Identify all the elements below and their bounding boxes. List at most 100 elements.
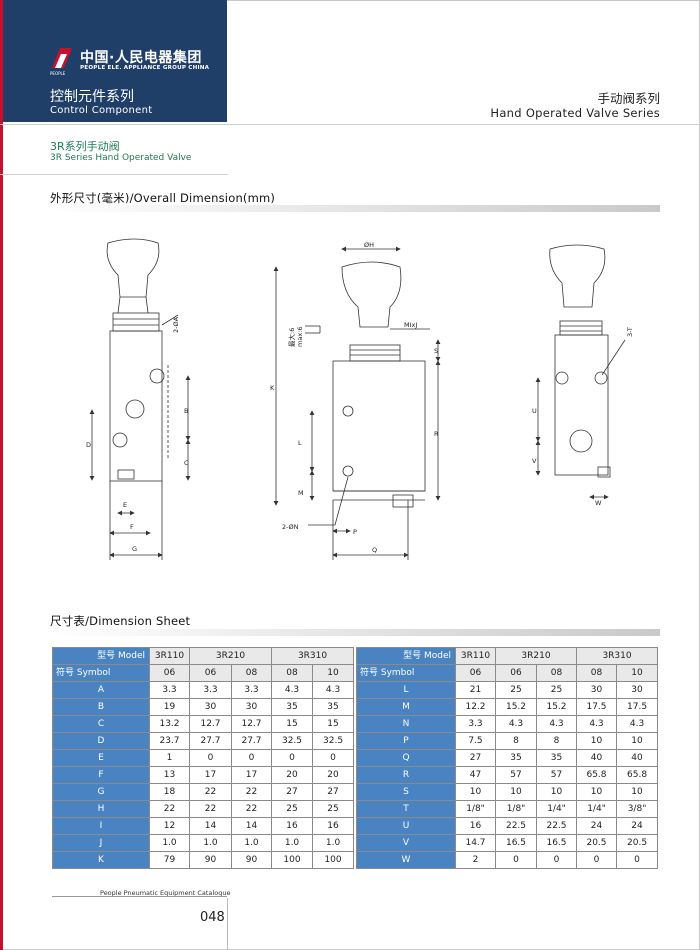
value-cell: 0 — [576, 851, 618, 869]
model-name: 3R110 — [149, 647, 190, 665]
size-cell: 06 — [495, 664, 537, 682]
value-cell: 27 — [312, 783, 355, 801]
size-cell: 06 — [189, 664, 232, 682]
value-cell: 13.2 — [149, 715, 190, 733]
value-cell: 8 — [495, 732, 537, 750]
label-L: L — [298, 439, 302, 447]
label-max-en: max:6 — [296, 327, 304, 348]
value-cell: 1.0 — [230, 834, 273, 852]
value-cell: 22.5 — [495, 817, 537, 835]
value-cell: 65.8 — [576, 766, 618, 784]
value-cell: 27.7 — [189, 732, 232, 750]
company-name-cn: 中国·人民电器集团 — [80, 50, 202, 66]
value-cell: 25 — [312, 800, 355, 818]
symbol-cell: R — [356, 766, 456, 784]
symbol-cell: H — [52, 800, 150, 818]
value-cell: 21 — [455, 681, 496, 699]
value-cell: 12.7 — [230, 715, 273, 733]
value-cell: 17 — [189, 766, 232, 784]
model-name: 3R310 — [271, 647, 355, 665]
dimension-table-right: 型号 Model 3R110 3R210 3R310 符号 Symbol 06 … — [356, 647, 659, 869]
category-title-cn: 控制元件系列 — [50, 89, 134, 105]
value-cell: 3.3 — [149, 681, 190, 699]
value-cell: 12.2 — [455, 698, 496, 716]
symbol-cell: C — [52, 715, 150, 733]
size-cell: 06 — [455, 664, 496, 682]
value-cell: 14 — [189, 817, 232, 835]
value-cell: 17.5 — [616, 698, 659, 716]
label-V: V — [532, 457, 537, 465]
symbol-cell: E — [52, 749, 150, 767]
label-M: M — [298, 489, 304, 497]
value-cell: 35 — [535, 749, 578, 767]
symbol-cell: T — [356, 800, 456, 818]
center-view-hole-low — [342, 465, 354, 477]
people-logo-icon — [52, 48, 72, 68]
value-cell: 30 — [230, 698, 273, 716]
symbol-cell: U — [356, 817, 456, 835]
value-cell: 35 — [495, 749, 537, 767]
label-F: F — [130, 523, 134, 531]
label-MIxJ: MIxJ — [404, 321, 417, 329]
value-cell: 4.3 — [576, 715, 618, 733]
value-cell: 22 — [189, 800, 232, 818]
value-cell: 15.2 — [495, 698, 537, 716]
symbol-cell: Q — [356, 749, 456, 767]
value-cell: 23.7 — [149, 732, 190, 750]
value-cell: 20 — [312, 766, 355, 784]
model-name: 3R110 — [455, 647, 496, 665]
label-phiH: ØH — [364, 241, 374, 249]
value-cell: 16 — [312, 817, 355, 835]
value-cell: 15.2 — [535, 698, 578, 716]
value-cell: 4.3 — [616, 715, 659, 733]
symbol-cell: D — [52, 732, 150, 750]
size-cell: 10 — [312, 664, 355, 682]
footer-rule — [52, 896, 227, 897]
subtitle-divider — [0, 174, 228, 175]
right-view-port-top — [555, 371, 569, 385]
value-cell: 16.5 — [495, 834, 537, 852]
value-cell: 22 — [149, 800, 190, 818]
value-cell: 14 — [230, 817, 273, 835]
model-name: 3R210 — [188, 647, 273, 665]
value-cell: 27 — [271, 783, 314, 801]
value-cell: 57 — [495, 766, 537, 784]
value-cell: 1.0 — [312, 834, 355, 852]
value-cell: 15 — [271, 715, 314, 733]
value-cell: 14.7 — [455, 834, 496, 852]
value-cell: 1.0 — [149, 834, 190, 852]
red-edge-stripe — [0, 0, 3, 950]
model-name: 3R310 — [576, 647, 659, 665]
left-view-nut — [112, 312, 160, 332]
value-cell: 10 — [535, 783, 578, 801]
symbol-cell: P — [356, 732, 456, 750]
label-G: G — [132, 545, 137, 553]
label-2-phiN: 2-ØN — [282, 523, 299, 531]
center-view-nut — [349, 344, 401, 362]
symbol-cell: M — [356, 698, 456, 716]
size-cell: 08 — [535, 664, 578, 682]
value-cell: 4.3 — [495, 715, 537, 733]
label-P: P — [353, 528, 357, 536]
value-cell: 12.7 — [189, 715, 232, 733]
company-name-en: PEOPLE ELE. APPLIANCE GROUP CHINA — [80, 65, 210, 71]
symbol-cell: N — [356, 715, 456, 733]
label-2-phiA: 2-ØA — [172, 316, 180, 333]
value-cell: 0 — [189, 749, 232, 767]
value-cell: 20.5 — [576, 834, 618, 852]
value-cell: 25 — [535, 681, 578, 699]
value-cell: 10 — [616, 783, 659, 801]
label-U: U — [532, 407, 537, 415]
left-view-port-top — [149, 368, 165, 384]
value-cell: 10 — [576, 783, 618, 801]
page-number: 048 — [200, 910, 225, 925]
